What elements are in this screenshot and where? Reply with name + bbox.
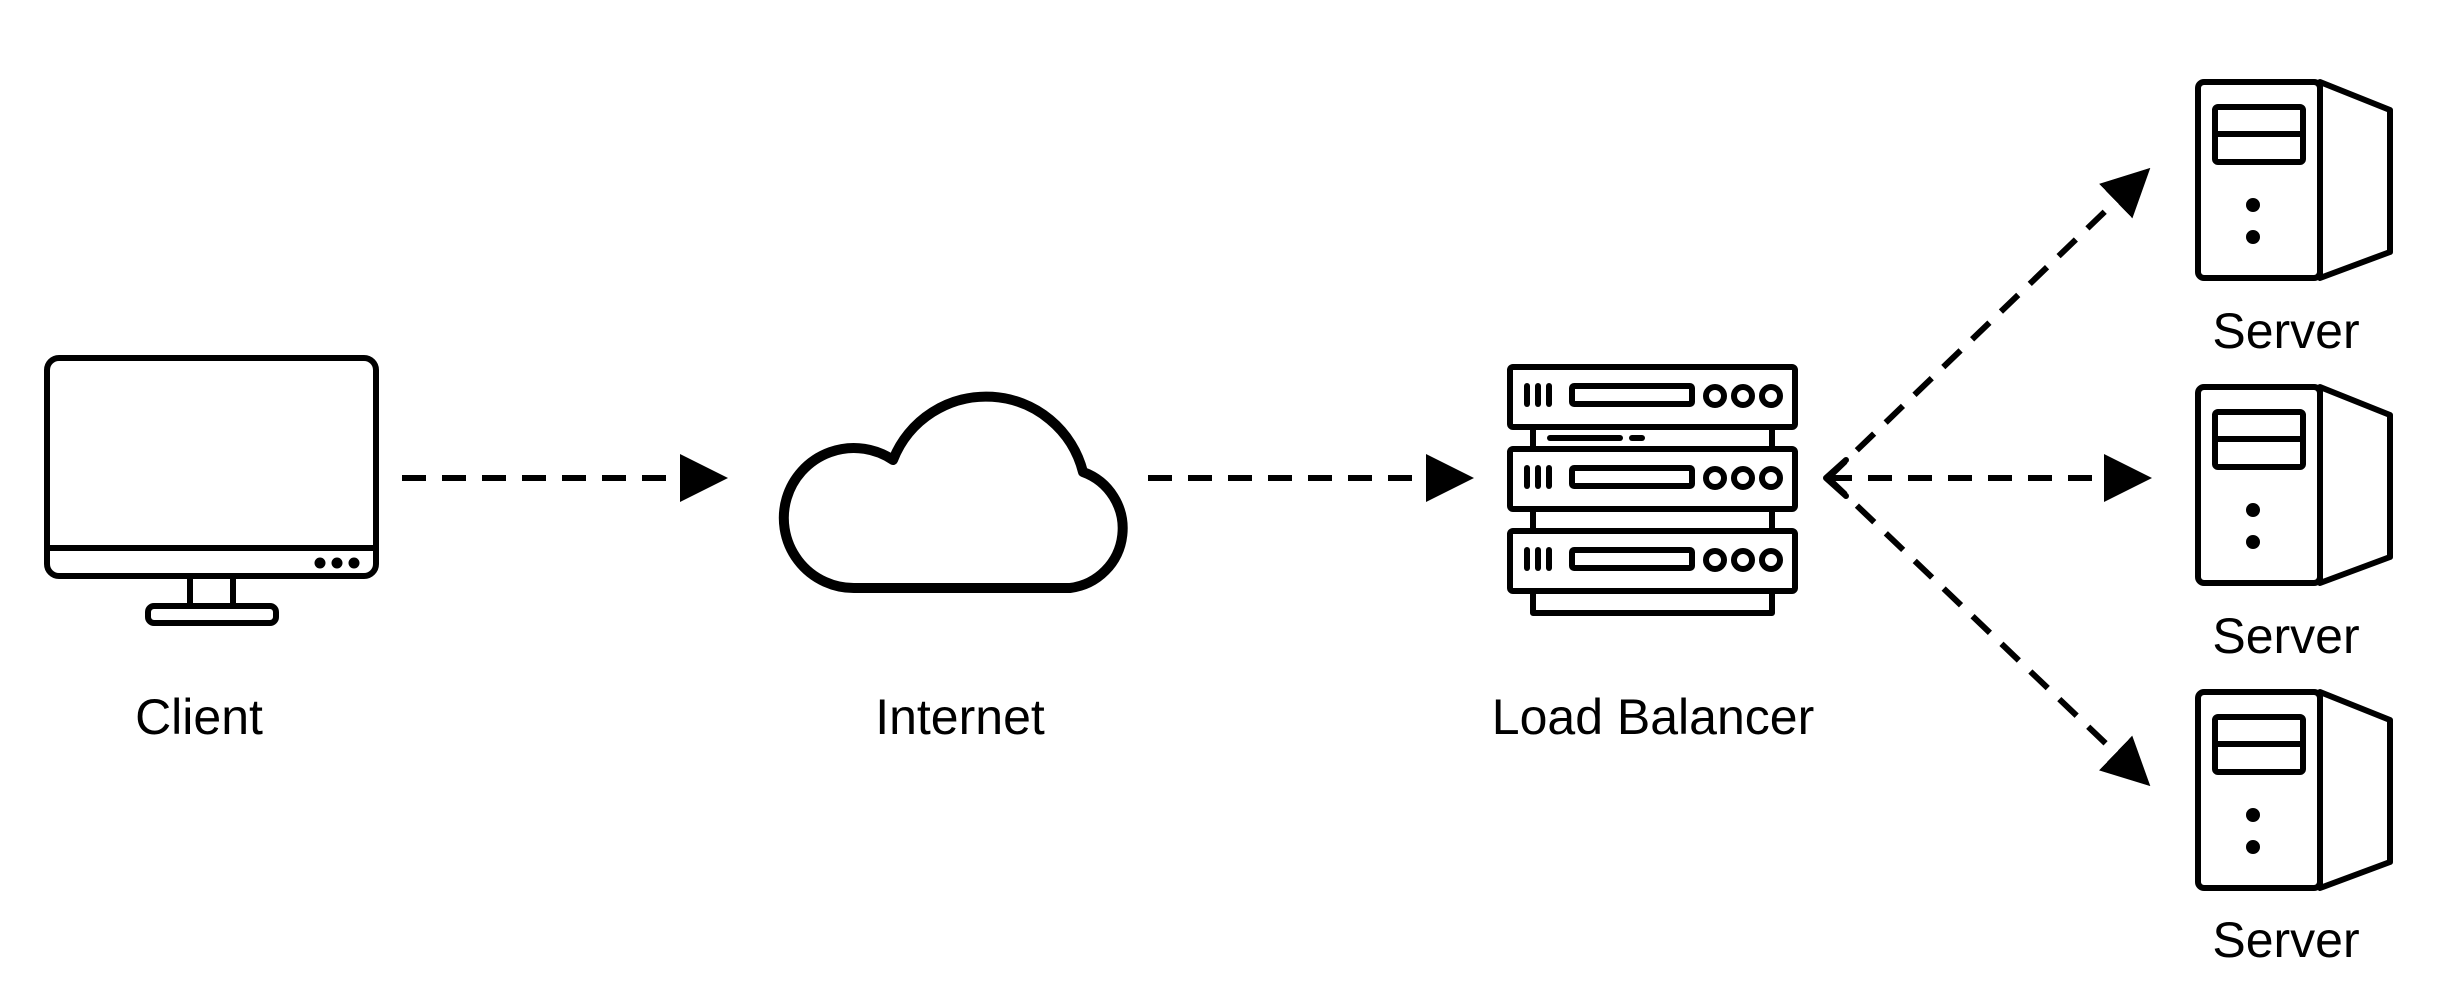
server-tower-icon <box>2195 79 2393 281</box>
arrow-return-chevron <box>1823 457 1849 499</box>
internet-label: Internet <box>875 689 1045 745</box>
server-label-2: Server <box>2212 608 2360 664</box>
arrow-load-balancer-to-server-1 <box>1825 167 2151 481</box>
server-label-1: Server <box>2212 303 2360 359</box>
monitor-icon <box>44 355 379 626</box>
load-balancer-label: Load Balancer <box>1491 689 1815 745</box>
server-tower-icon <box>2195 689 2393 891</box>
cloud-icon <box>778 391 1128 594</box>
client-label: Client <box>135 689 263 745</box>
server-rack-icon <box>1507 364 1798 616</box>
arrow-load-balancer-to-server-3 <box>1825 475 2151 787</box>
server-label-3: Server <box>2212 912 2360 968</box>
server-tower-icon <box>2195 384 2393 586</box>
